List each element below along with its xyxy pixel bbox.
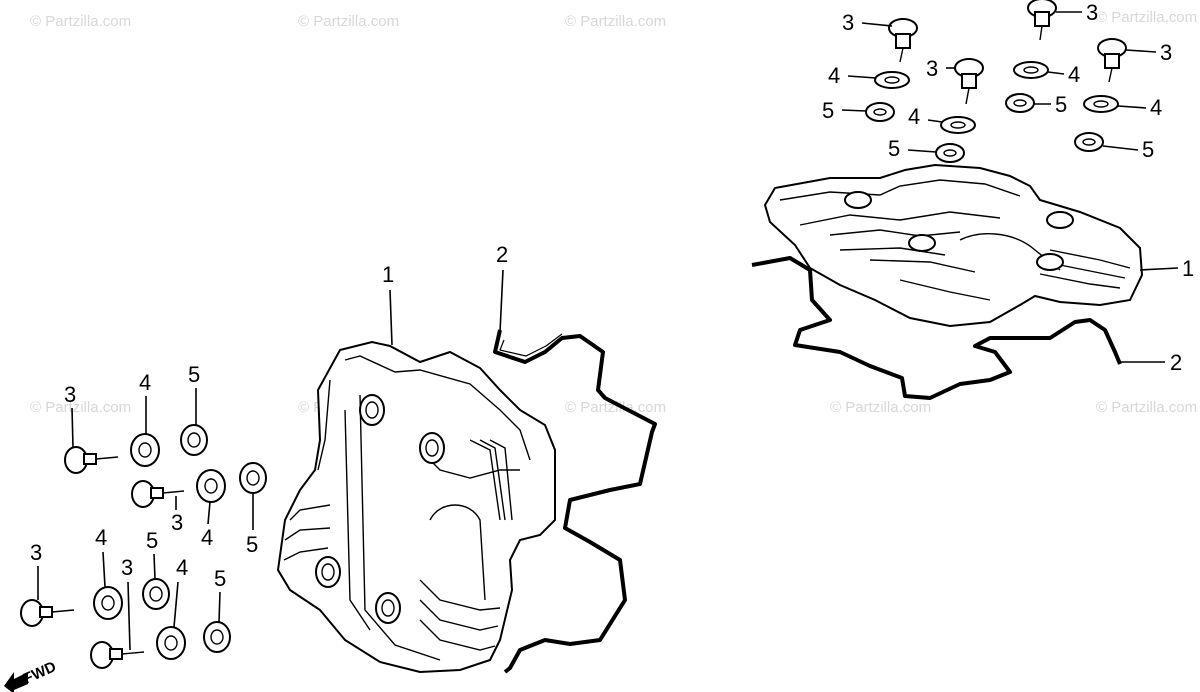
callout-number: 5 — [246, 532, 258, 557]
callout-number: 4 — [139, 370, 151, 395]
callout-number: 1 — [1182, 256, 1194, 281]
callout-number: 5 — [1055, 92, 1067, 117]
callout-number: 3 — [64, 382, 76, 407]
washer — [874, 71, 910, 89]
fwd-arrow: FWD — [4, 658, 59, 692]
callout-number: 1 — [382, 262, 394, 287]
callout-number: 5 — [822, 98, 834, 123]
watermark: © Partzilla.com — [830, 399, 931, 416]
washer — [130, 433, 160, 467]
watermark: © Partzilla.com — [1096, 399, 1197, 416]
callout-1-right: 1 — [1139, 256, 1194, 281]
callout-number: 5 — [214, 566, 226, 591]
watermark: © Partzilla.com — [298, 13, 399, 30]
callout-number: 4 — [1150, 95, 1162, 120]
callout-number: 4 — [176, 555, 188, 580]
right-valve-cover — [763, 163, 1144, 328]
callout-number: 5 — [1142, 137, 1154, 162]
nut — [239, 462, 267, 494]
watermark: © Partzilla.com — [30, 399, 131, 416]
watermark-layer: © Partzilla.com © Partzilla.com © Partzi… — [30, 9, 1197, 416]
bolt — [20, 599, 75, 627]
left-hardware: 3 4 5 3 4 5 — [20, 362, 267, 669]
bolt — [64, 446, 119, 474]
callout-number: 5 — [146, 528, 158, 553]
left-valve-cover — [276, 340, 556, 674]
bolt — [1097, 38, 1127, 83]
callout-number: 3 — [842, 10, 854, 35]
washer — [940, 116, 976, 134]
washer — [1083, 95, 1119, 113]
nut — [865, 102, 895, 122]
nut — [1074, 132, 1104, 152]
callout-number: 3 — [30, 540, 42, 565]
watermark: © Partzilla.com — [1096, 9, 1197, 26]
nut — [203, 621, 231, 653]
bolt — [1027, 0, 1057, 41]
watermark: © Partzilla.com — [30, 13, 131, 30]
callout-2-left: 2 — [496, 242, 508, 333]
callout-1-left: 1 — [382, 262, 394, 346]
callout-number: 2 — [496, 242, 508, 267]
callout-number: 4 — [201, 525, 213, 550]
callout-number: 3 — [171, 510, 183, 535]
callout-number: 4 — [908, 104, 920, 129]
nut — [1005, 93, 1035, 113]
callout-number: 2 — [1170, 350, 1182, 375]
nut — [142, 578, 170, 610]
right-gasket — [751, 256, 1122, 400]
callout-2-right: 2 — [1120, 350, 1182, 375]
callout-number: 4 — [1068, 62, 1080, 87]
callout-number: 5 — [188, 362, 200, 387]
callout-number: 3 — [121, 555, 133, 580]
washer — [93, 586, 123, 620]
watermark: © Partzilla.com — [565, 399, 666, 416]
nut — [935, 143, 965, 163]
watermark: © Partzilla.com — [565, 13, 666, 30]
callout-number: 3 — [926, 56, 938, 81]
bolt — [954, 58, 984, 105]
callout-number: 5 — [888, 136, 900, 161]
washer — [196, 469, 226, 503]
callout-number: 3 — [1086, 0, 1098, 25]
left-gasket — [493, 329, 657, 674]
callout-number: 4 — [828, 63, 840, 88]
nut — [180, 424, 208, 456]
right-hardware: 3 4 5 3 4 5 — [822, 0, 1172, 163]
callout-number: 4 — [95, 525, 107, 550]
callout-number: 3 — [1160, 40, 1172, 65]
bolt — [131, 480, 185, 508]
washer — [1013, 61, 1049, 79]
washer — [156, 626, 186, 660]
fwd-label: FWD — [21, 658, 59, 687]
bolt — [888, 18, 918, 63]
bolt — [90, 641, 145, 669]
